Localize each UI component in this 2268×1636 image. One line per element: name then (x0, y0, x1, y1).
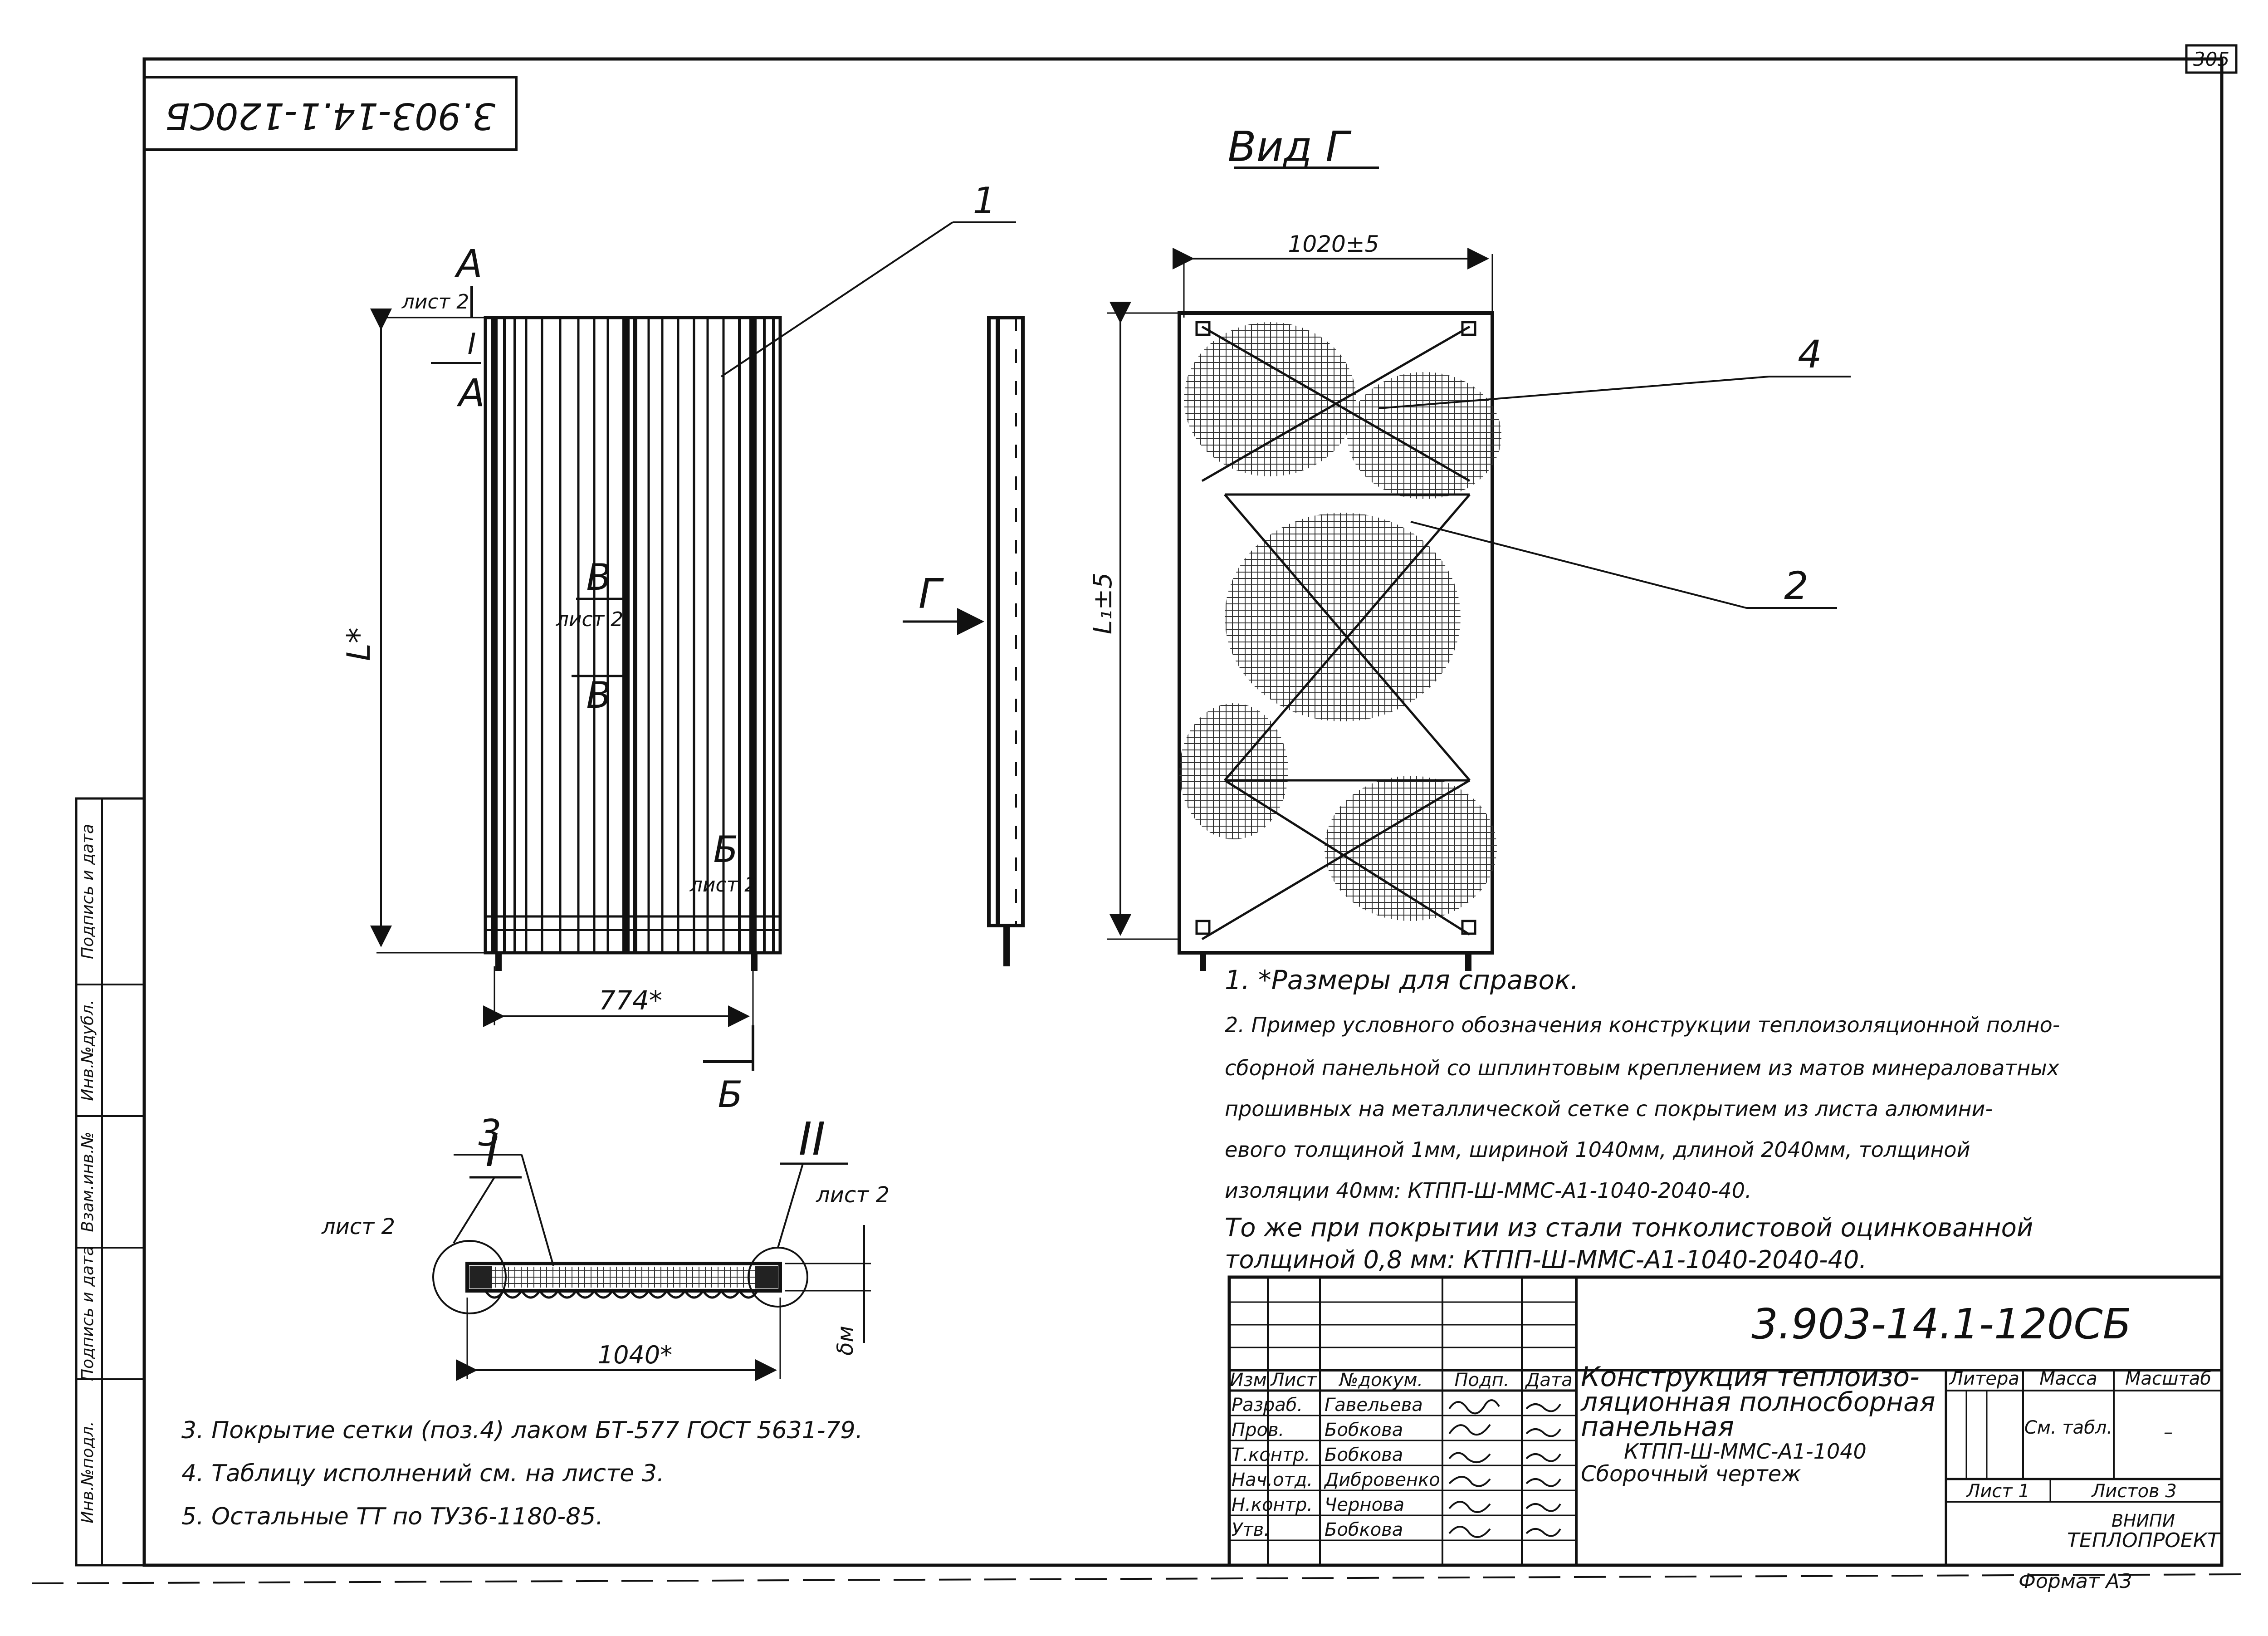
section-v-sheet2: лист 2 (556, 608, 624, 631)
rotated-designation-box (143, 76, 518, 151)
note-2-line-7: толщиной 0,8 мм: КТПП-Ш-ММС-А1-1040-2040… (1225, 1245, 1867, 1274)
side-stamp-sign-date-1: Подпись и дата (78, 1246, 97, 1381)
col-nodokum: №докум. (1339, 1370, 1423, 1391)
note-5: 5. Остальные ТТ по ТУ36-1180-85. (181, 1503, 603, 1530)
stamp-title-line-5: Сборочный чертеж (1581, 1461, 1801, 1487)
row-razrab-role: Разраб. (1232, 1395, 1303, 1416)
callout-4-leader (1378, 376, 1769, 409)
bdim-thickness-label: δм (833, 1326, 858, 1356)
callout-2: 2 (1784, 563, 1808, 608)
section-b-sheet2: лист 2 (689, 873, 758, 896)
note-2-line-3: прошивных на металлической сетке с покры… (1225, 1097, 1993, 1121)
row-tkontr-role: Т.контр. (1232, 1445, 1310, 1465)
callout-3-leader (521, 1154, 554, 1266)
section-a-numeral: I (468, 328, 476, 361)
row-utv-name: Бобкова (1325, 1519, 1403, 1540)
stamp-org-line-1: ВНИПИ (2112, 1511, 2175, 1531)
note-2-line-6: То же при покрытии из стали тонколистово… (1225, 1213, 2033, 1243)
bdim-width-label: 1040* (598, 1341, 672, 1369)
sheet-corner-number: 305 (2193, 48, 2229, 70)
section-a-bottom: А (456, 371, 484, 415)
side-stamp: Инв.№подл. Подпись и дата Взам.инв.№ Инв… (75, 797, 146, 1567)
title-block (1227, 1275, 2224, 1567)
sheet2-right: лист 2 (816, 1182, 890, 1208)
signature-scribbles (1448, 1399, 1561, 1538)
rdim-width-label: 1020±5 (1288, 231, 1379, 257)
stamp-massa: Масса (2039, 1368, 2097, 1389)
note-4: 4. Таблицу исполнений см. на листе 3. (181, 1460, 664, 1487)
note-3: 3. Покрытие сетки (поз.4) лаком БТ-577 Г… (181, 1417, 863, 1444)
dim-width-label: 774* (599, 985, 662, 1016)
section-b-top: Б (714, 828, 738, 871)
side-stamp-vzam-inv: Взам.инв.№ (78, 1131, 97, 1232)
notes-right: 1. *Размеры для справок. 2. Пример услов… (1225, 965, 2060, 1274)
numeral-two-bottom: II (799, 1112, 826, 1166)
view-title: Вид Г (1227, 122, 1352, 171)
stamp-list: Лист 1 (1965, 1481, 2030, 1502)
col-data: Дата (1525, 1370, 1573, 1391)
right-panel-view (1178, 311, 1501, 971)
stamp-masshtab-value: – (2164, 1422, 2173, 1443)
section-v-bottom: В (587, 674, 611, 716)
row-razrab-name: Гавельева (1325, 1395, 1423, 1416)
stamp-massa-value: См. табл. (2024, 1417, 2112, 1438)
stamp-masshtab: Масштаб (2125, 1368, 2211, 1389)
rdim-height-label: L₁±5 (1088, 573, 1118, 634)
col-izm: Изм (1230, 1370, 1266, 1391)
format-label: Формат А3 (2019, 1570, 2132, 1593)
view-arrow-label: Г (919, 570, 944, 618)
note-2-line-4: евого толщиной 1мм, шириной 1040мм, длин… (1225, 1137, 1970, 1162)
row-nachotd-name: Дибровенко (1324, 1469, 1440, 1490)
stamp-designation: 3.903-14.1-120СБ (1751, 1300, 2131, 1348)
col-list: Лист (1270, 1370, 1317, 1391)
row-nachotd-role: Нач.отд. (1232, 1469, 1313, 1490)
stamp-listov: Листов 3 (2091, 1481, 2177, 1502)
stamp-title-line-4: КТПП-Ш-ММС-А1-1040 (1624, 1439, 1867, 1464)
rotated-designation: 3.903-14.1-120СБ (165, 95, 495, 137)
bottom-section-view (432, 1240, 808, 1314)
note-2-line-2: сборной панельной со шплинтовым креплени… (1225, 1056, 2060, 1080)
section-v-top: В (587, 556, 611, 598)
side-stamp-inv-dubl: Инв.№дубл. (78, 999, 97, 1101)
callout-2-leader (1410, 521, 1747, 609)
numeral-one-leader (453, 1176, 495, 1244)
callout-1: 1 (973, 180, 996, 222)
notes-bottom: 3. Покрытие сетки (поз.4) лаком БТ-577 Г… (181, 1417, 863, 1530)
left-panel-view (484, 316, 782, 971)
side-stamp-sign-date-2: Подпись и дата (78, 824, 97, 959)
callout-4: 4 (1798, 332, 1822, 377)
sheet-number-box (2185, 44, 2238, 74)
section-a-sheet2: лист 2 (401, 290, 469, 313)
stamp-title-line-3: панельная (1581, 1411, 1734, 1443)
section-b-bottom: Б (718, 1073, 743, 1116)
numeral-one-bottom: I (485, 1124, 499, 1177)
callout-3: 3 (479, 1112, 502, 1154)
note-1: 1. *Размеры для справок. (1225, 965, 1579, 995)
note-2-line-5: изоляции 40мм: КТПП-Ш-ММС-А1-1040-2040-4… (1225, 1178, 1752, 1203)
row-utv-role: Утв. (1232, 1519, 1270, 1540)
sheet2-left: лист 2 (321, 1214, 395, 1239)
side-stamp-inv-podl: Инв.№подл. (78, 1421, 97, 1523)
row-prov-role: Пров. (1232, 1420, 1284, 1440)
col-podp: Подп. (1454, 1370, 1509, 1391)
stamp-org-line-2: ТЕПЛОПРОЕКТ (2067, 1529, 2221, 1552)
note-2-line-1: 2. Пример условного обозначения конструк… (1225, 1013, 2060, 1037)
row-prov-name: Бобкова (1325, 1420, 1403, 1440)
stamp-title-line-1: Конструкция теплоизо- (1581, 1361, 1920, 1393)
side-view (987, 316, 1025, 966)
dim-height-label: L* (340, 627, 377, 661)
callout-1-leader (720, 221, 953, 377)
row-nkontr-name: Чернова (1325, 1494, 1404, 1515)
row-nkontr-role: Н.контр. (1232, 1494, 1313, 1515)
stamp-title-line-2: ляционная полносборная (1580, 1386, 1936, 1417)
numeral-two-leader (777, 1163, 804, 1248)
section-a-top: А (454, 241, 482, 286)
trim-line (31, 1573, 2241, 1584)
row-tkontr-name: Бобкова (1325, 1445, 1403, 1465)
stamp-litera: Литера (1949, 1368, 2019, 1389)
